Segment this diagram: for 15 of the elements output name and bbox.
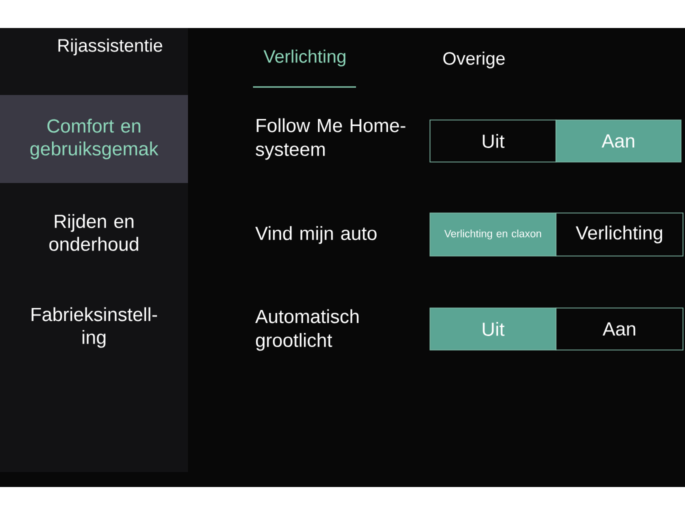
menu-item: Fabrieksinstell-ing	[32, 307, 157, 348]
tab-label: Verlichting	[264, 50, 346, 66]
option-button-selected: Uit	[430, 308, 556, 350]
setting-label: Automatisch grootlicht	[255, 309, 358, 351]
tab-label: Rijassistentie	[58, 38, 162, 56]
setting-label: Vind mijn auto	[255, 226, 377, 244]
tab-label: Overige	[443, 52, 505, 68]
option-button-selected: Aan	[556, 120, 682, 162]
option-button: Verlichting	[556, 212, 684, 256]
menu-item: Rijden en onderhoud	[49, 214, 138, 251]
menu-item-selected: Comfort en gebruiksgemak	[0, 95, 188, 183]
option-button-selected: Verlichting en claxon	[430, 212, 556, 256]
option-button: Uit	[430, 120, 556, 162]
option-button: Aan	[556, 308, 684, 350]
setting-label: Follow Me Home-systeem	[256, 118, 406, 160]
